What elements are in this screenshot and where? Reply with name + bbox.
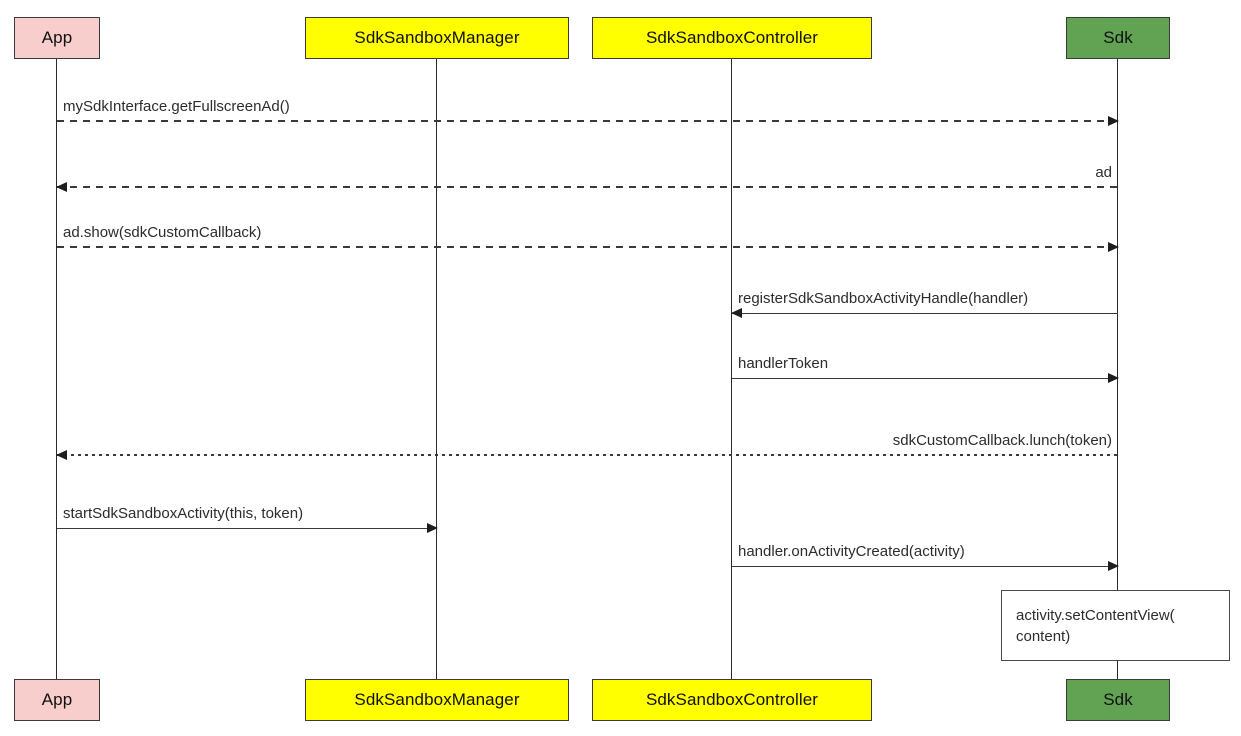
message-line [732,566,1118,567]
message-label: ad.show(sdkCustomCallback) [63,224,262,241]
participant-label: App [41,28,73,47]
message-line [57,528,437,529]
footer-participant-manager[interactable]: SdkSandboxManager [305,679,569,721]
header-participant-manager[interactable]: SdkSandboxManager [305,17,569,59]
footer-participant-app[interactable]: App [14,679,100,721]
arrowhead-left [56,181,67,192]
message-line [57,454,1118,456]
arrowhead-left [731,307,742,318]
message-line [732,378,1118,379]
message-label: sdkCustomCallback.lunch(token) [892,432,1112,449]
participant-label: SdkSandboxManager [354,690,520,709]
participant-label: Sdk [1103,28,1133,47]
arrowhead-right [1108,115,1119,126]
note-n1: activity.setContentView( content) [1001,590,1230,661]
participant-label: SdkSandboxManager [354,28,520,47]
lifeline-sdk [1117,59,1119,679]
message-label: startSdkSandboxActivity(this, token) [63,505,304,522]
header-participant-controller[interactable]: SdkSandboxController [592,17,872,59]
arrowhead-right [1108,241,1119,252]
participant-label: SdkSandboxController [645,28,819,47]
message-label: handler.onActivityCreated(activity) [738,543,965,560]
footer-participant-controller[interactable]: SdkSandboxController [592,679,872,721]
lifeline-app [56,59,58,679]
lifeline-manager [436,59,438,679]
header-participant-app[interactable]: App [14,17,100,59]
message-label: handlerToken [738,355,829,372]
message-line [57,186,1118,188]
message-line [57,120,1118,122]
message-label: mySdkInterface.getFullscreenAd() [63,98,290,115]
header-participant-sdk[interactable]: Sdk [1066,17,1170,59]
message-label: ad [1095,164,1112,181]
message-line [732,313,1118,314]
arrowhead-right [1108,560,1119,571]
participant-label: App [41,690,73,709]
arrowhead-right [427,522,438,533]
participant-label: SdkSandboxController [645,690,819,709]
message-line [57,246,1118,248]
participant-label: Sdk [1103,690,1133,709]
message-label: registerSdkSandboxActivityHandle(handler… [738,290,1029,307]
footer-participant-sdk[interactable]: Sdk [1066,679,1170,721]
arrowhead-left [56,449,67,460]
arrowhead-right [1108,372,1119,383]
lifeline-controller [731,59,733,679]
